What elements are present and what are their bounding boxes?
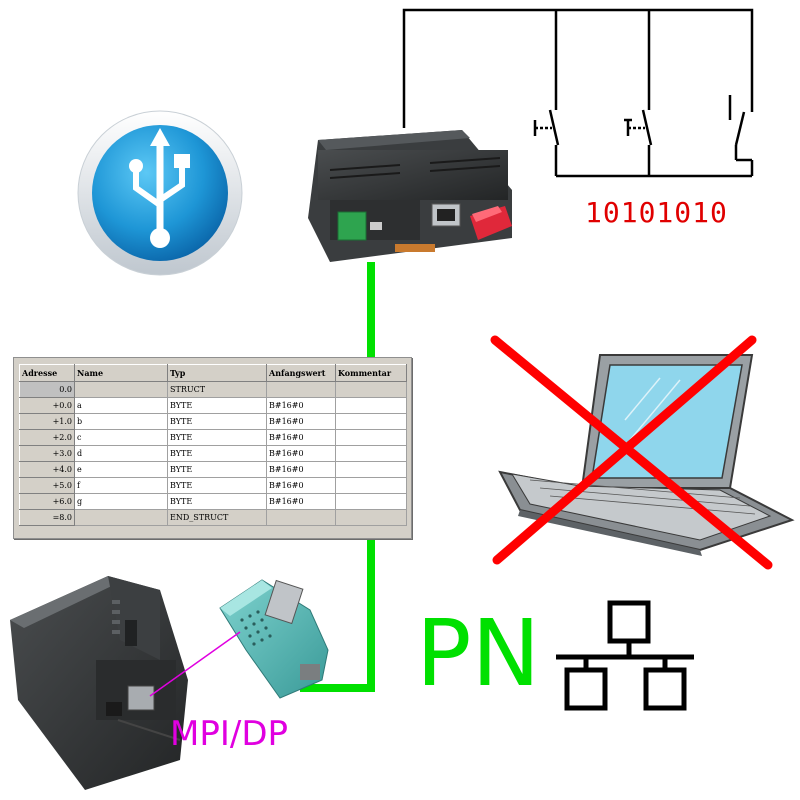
cell-type: BYTE [167, 461, 267, 478]
cell-type: STRUCT [167, 381, 267, 398]
header-initial-value: Anfangswert [266, 364, 336, 382]
switch-contact-icon [533, 100, 560, 176]
table-header-row: Adresse Name Typ Anfangswert Kommentar [19, 364, 407, 382]
cell-name: b [74, 413, 168, 430]
switch-contact-icon [728, 95, 754, 176]
cell-address: +5.0 [19, 477, 75, 494]
table-row[interactable]: +2.0 c BYTE B#16#0 [19, 429, 407, 446]
table-row[interactable]: +5.0 f BYTE B#16#0 [19, 477, 407, 494]
switch-contact-circuit [402, 8, 754, 178]
usb-device-module [308, 130, 512, 262]
table-row[interactable]: +4.0 e BYTE B#16#0 [19, 461, 407, 478]
cell-initial-value: B#16#0 [266, 429, 336, 446]
cell-address: +6.0 [19, 493, 75, 510]
cell-name: e [74, 461, 168, 478]
bus-label: MPI/DP [170, 714, 289, 754]
cell-type: BYTE [167, 477, 267, 494]
cell-initial-value [266, 509, 336, 526]
table-row[interactable]: +1.0 b BYTE B#16#0 [19, 413, 407, 430]
cell-initial-value: B#16#0 [266, 397, 336, 414]
table-row[interactable]: +3.0 d BYTE B#16#0 [19, 445, 407, 462]
header-comment: Kommentar [335, 364, 407, 382]
table-row[interactable]: =8.0 END_STRUCT [19, 509, 407, 526]
cell-name [74, 509, 168, 526]
cell-initial-value: B#16#0 [266, 477, 336, 494]
cell-name: c [74, 429, 168, 446]
table-row[interactable]: 0.0 STRUCT [19, 381, 407, 398]
network-label: PN [416, 600, 541, 707]
cell-comment [335, 413, 407, 430]
cell-initial-value: B#16#0 [266, 461, 336, 478]
cell-name: a [74, 397, 168, 414]
cell-name [74, 381, 168, 398]
header-address: Adresse [19, 364, 75, 382]
cell-comment [335, 397, 407, 414]
network-topology-icon [556, 600, 694, 711]
cell-comment [335, 493, 407, 510]
cell-type: BYTE [167, 413, 267, 430]
cell-address: +1.0 [19, 413, 75, 430]
cell-comment [335, 461, 407, 478]
plc-cpu-module [10, 576, 188, 790]
data-block-table: Adresse Name Typ Anfangswert Kommentar 0… [13, 357, 412, 539]
green-link-lines [300, 262, 375, 692]
cell-initial-value [266, 381, 336, 398]
cell-comment [335, 509, 407, 526]
cell-type: BYTE [167, 429, 267, 446]
dp-connector-adapter [219, 579, 329, 699]
cell-address: +4.0 [19, 461, 75, 478]
cell-type: BYTE [167, 397, 267, 414]
cell-initial-value: B#16#0 [266, 493, 336, 510]
data-block-grid: Adresse Name Typ Anfangswert Kommentar 0… [19, 364, 407, 526]
cell-comment [335, 429, 407, 446]
cell-comment [335, 381, 407, 398]
cell-address: +3.0 [19, 445, 75, 462]
header-name: Name [74, 364, 168, 382]
table-row[interactable]: +0.0 a BYTE B#16#0 [19, 397, 407, 414]
cell-name: f [74, 477, 168, 494]
cell-type: END_STRUCT [167, 509, 267, 526]
cell-name: g [74, 493, 168, 510]
bit-pattern-label: 10101010 [585, 196, 728, 229]
cell-initial-value: B#16#0 [266, 413, 336, 430]
cell-type: BYTE [167, 445, 267, 462]
cell-address: +2.0 [19, 429, 75, 446]
switch-contact-icon [624, 100, 653, 176]
usb-icon [77, 110, 243, 276]
header-type: Typ [167, 364, 267, 382]
cell-initial-value: B#16#0 [266, 445, 336, 462]
cell-comment [335, 445, 407, 462]
cell-name: d [74, 445, 168, 462]
cell-address: =8.0 [19, 509, 75, 526]
cell-comment [335, 477, 407, 494]
cell-address: +0.0 [19, 397, 75, 414]
cell-type: BYTE [167, 493, 267, 510]
mpi-cable [149, 631, 241, 697]
cell-address: 0.0 [19, 381, 75, 398]
cross-icon [490, 335, 773, 570]
table-row[interactable]: +6.0 g BYTE B#16#0 [19, 493, 407, 510]
